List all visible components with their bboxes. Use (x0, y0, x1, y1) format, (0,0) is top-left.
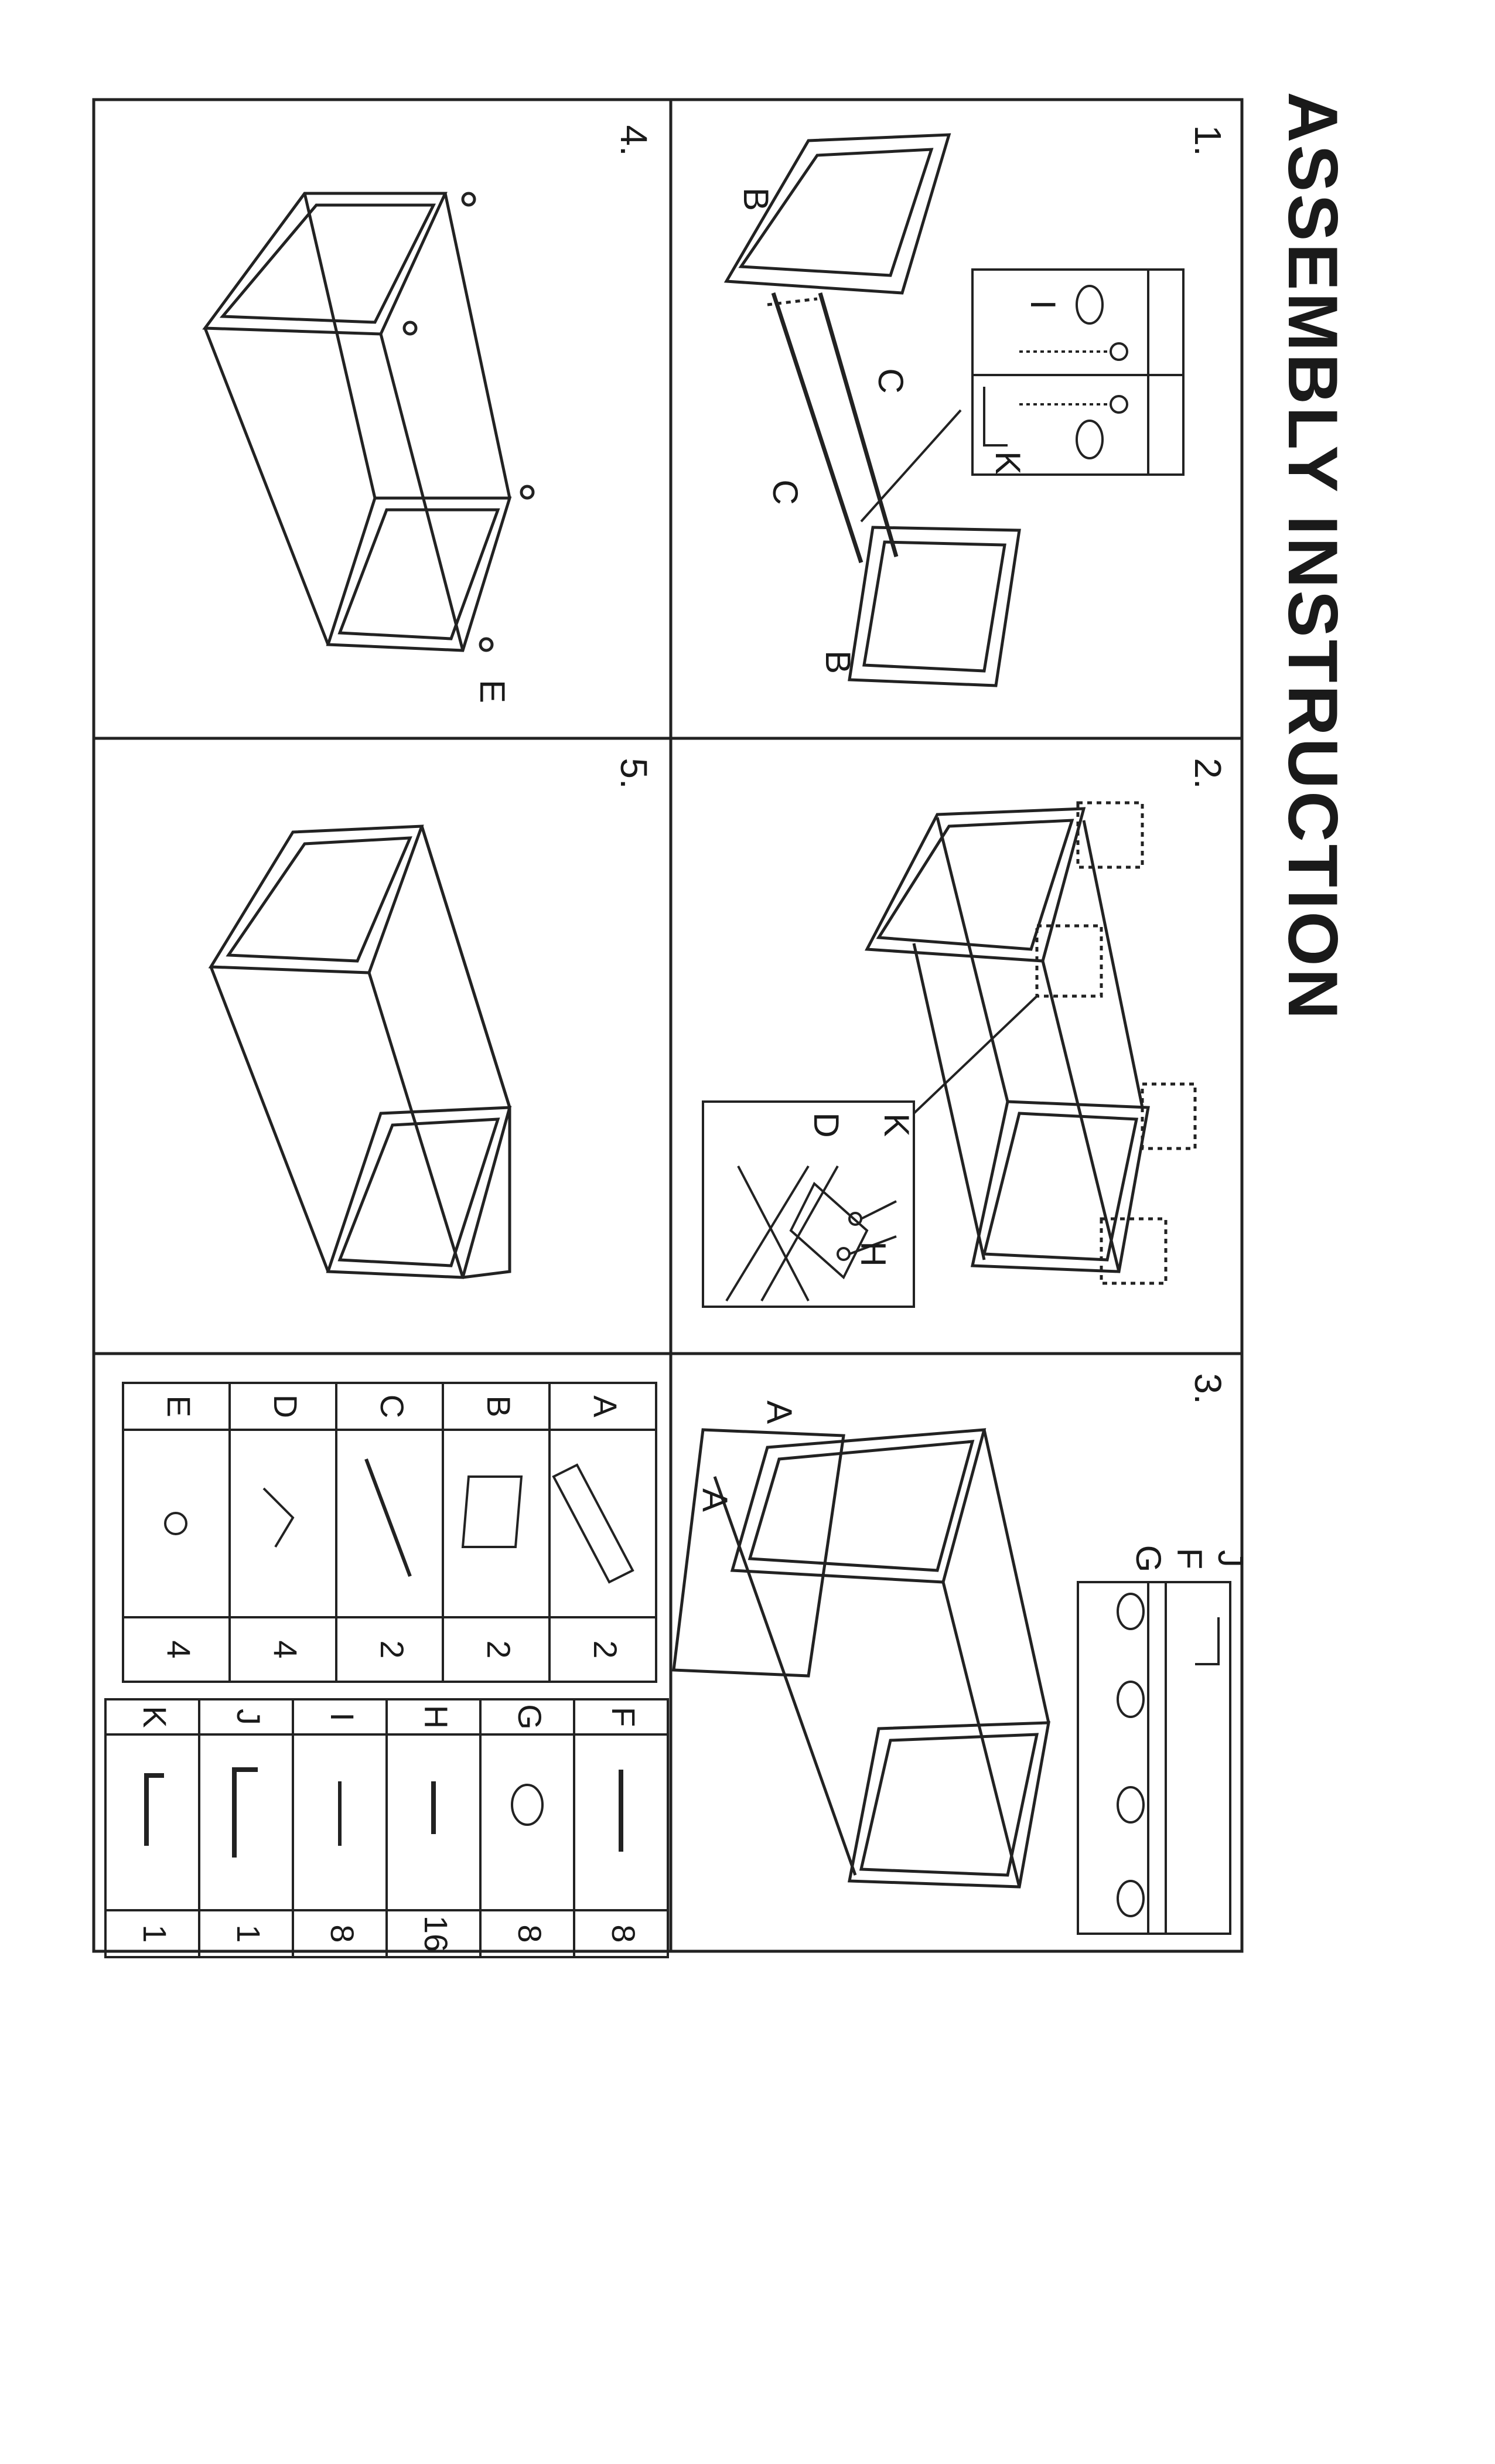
frame-B-icon (461, 1475, 523, 1548)
step-2-panel: 2. K (702, 758, 1229, 1308)
part-qty: 8 (324, 1924, 361, 1942)
step-3-detail (1077, 1581, 1231, 1935)
parts-left-text: A B C D E 2 2 2 4 4 (161, 1395, 624, 1659)
parts-tables: A B C D E 2 2 2 4 4 F G H I J K 8 8 16 8… (104, 1382, 669, 1958)
step-number: 3. (1187, 1373, 1229, 1404)
frame (92, 98, 1244, 1953)
bracket-D-icon (262, 1487, 295, 1548)
label-K: K (877, 1113, 916, 1137)
part-qty: 16 (418, 1916, 455, 1952)
part-letter: F (605, 1707, 642, 1727)
step-number: 1. (1187, 125, 1229, 156)
parts-right-icons (144, 1767, 623, 1858)
step-number: 2. (1187, 758, 1229, 789)
part-qty: 2 (587, 1640, 624, 1658)
part-qty: 4 (267, 1640, 304, 1658)
label-G: G (1129, 1545, 1168, 1573)
part-qty: 2 (374, 1640, 411, 1658)
label-F: F (1170, 1548, 1209, 1570)
label-A-bottom: A (695, 1488, 735, 1512)
part-qty: 1 (230, 1924, 267, 1942)
step-1-labels: B B C C I K (736, 188, 1063, 674)
part-qty: 2 (480, 1640, 517, 1658)
part-letter: J (230, 1709, 267, 1725)
page-title: ASSEMBLY INSTRUCTION (1274, 92, 1352, 1022)
part-letter: B (480, 1395, 517, 1417)
step-3-panel: 3. A A J F G (672, 1373, 1250, 1935)
label-I: I (1023, 300, 1063, 310)
leveler-E-icon (164, 1512, 187, 1535)
step-2-detail (702, 995, 1038, 1308)
label-K: K (988, 451, 1028, 475)
label-E: E (473, 680, 512, 703)
part-letter: G (511, 1704, 548, 1730)
step-4-labels: E (473, 680, 512, 703)
part-letter: E (161, 1395, 197, 1417)
step-2-labels: K D H (807, 1112, 916, 1266)
label-H: H (854, 1241, 893, 1266)
step-1-panel: 1. B B (723, 125, 1229, 687)
part-letter: I (324, 1712, 361, 1722)
part-letter: C (374, 1395, 411, 1418)
part-qty: 4 (161, 1640, 197, 1658)
label-J: J (1211, 1550, 1250, 1567)
step-number: 4. (613, 125, 655, 156)
part-letter: D (267, 1395, 304, 1418)
allen-key-J-icon (232, 1767, 258, 1858)
label-A-top: A (760, 1400, 799, 1424)
rail-C-icon (364, 1458, 412, 1577)
outer-border (92, 98, 1244, 1953)
step-3-frame (672, 1428, 1051, 1889)
panel-A-icon (552, 1463, 634, 1584)
part-qty: 8 (605, 1924, 642, 1942)
parts-table-left-grid (122, 1382, 657, 1683)
step-5-panel: 5. (208, 758, 655, 1279)
allen-key-K-icon (144, 1773, 164, 1846)
label-B-top: B (736, 188, 776, 211)
step-3-labels: A A J F G (695, 1400, 1250, 1572)
step-4-panel: 4. E (202, 125, 655, 703)
parts-left-icons (164, 1458, 634, 1584)
step-number: 5. (613, 758, 655, 789)
parts-right-text: F G H I J K 8 8 16 8 1 1 (136, 1704, 642, 1952)
step-4-frame (202, 192, 535, 652)
label-D: D (807, 1112, 846, 1137)
part-qty: 8 (511, 1924, 548, 1942)
part-qty: 1 (136, 1924, 173, 1942)
step-2-frame (865, 801, 1197, 1285)
step-5-frame (208, 824, 512, 1279)
part-letter: H (418, 1705, 455, 1729)
label-B-bottom: B (818, 650, 858, 674)
step-1-detail (860, 268, 1185, 523)
title-group: ASSEMBLY INSTRUCTION (1274, 92, 1352, 1022)
label-C-left: C (766, 479, 805, 505)
washer-G-icon (511, 1784, 544, 1826)
step-1-frames (723, 133, 1021, 687)
part-letter: A (587, 1395, 624, 1417)
part-letter: K (136, 1706, 173, 1727)
parts-table-right-grid (104, 1698, 669, 1958)
label-C-right: C (871, 368, 910, 393)
